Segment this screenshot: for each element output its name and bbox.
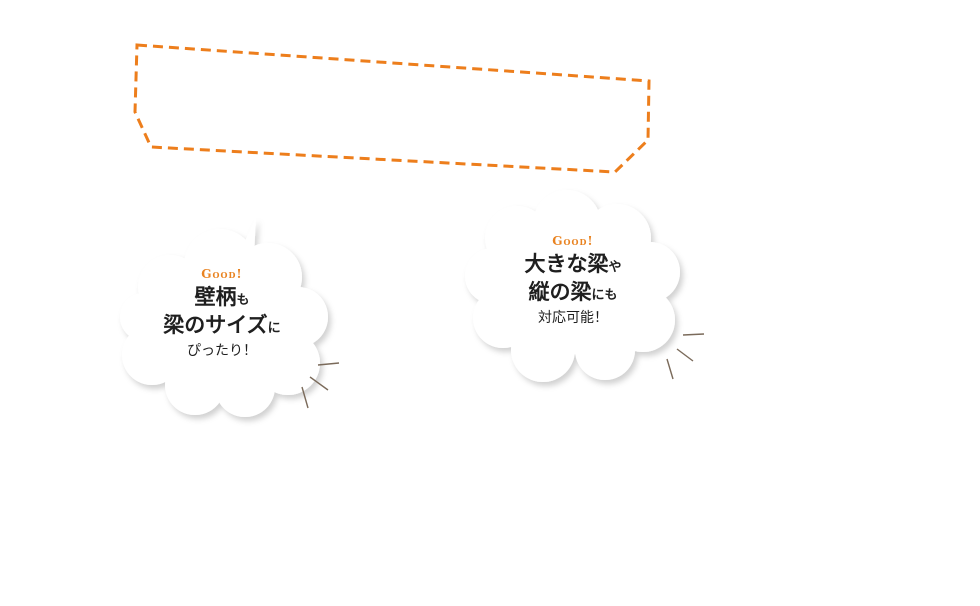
tick-mark: [317, 362, 340, 366]
tick-mark: [301, 386, 309, 409]
tick-mark: [676, 348, 694, 362]
bubble-line-1: 大きな梁や: [524, 251, 622, 276]
bubble-text-left: Good! 壁柄も 梁のサイズに ぴったり！: [140, 267, 304, 361]
good-label: Good!: [201, 267, 243, 281]
tick-mark: [309, 376, 329, 391]
bubble-line-2: 梁のサイズに: [163, 312, 281, 338]
bubble-line-1: 壁柄も: [194, 284, 250, 309]
cloud-shape-left: [120, 217, 328, 417]
cloud-shape-right: [465, 190, 680, 382]
speech-bubble-right: Good! 大きな梁や 縦の梁にも 対応可能！: [455, 180, 715, 395]
dashed-frame-outline: [133, 43, 651, 174]
emphasis-ticks-left: [301, 362, 340, 409]
bubble-text-right: Good! 大きな梁や 縦の梁にも 対応可能！: [491, 234, 655, 328]
bubble-line-3: 対応可能！: [538, 309, 608, 326]
speech-bubble-left: Good! 壁柄も 梁のサイズに ぴったり！: [110, 205, 350, 425]
bubble-line-2: 縦の梁にも: [528, 279, 618, 305]
tick-mark: [666, 358, 674, 380]
tick-mark: [682, 333, 705, 336]
good-label: Good!: [552, 234, 594, 248]
bubble-line-3: ぴったり！: [187, 342, 257, 359]
emphasis-ticks-right: [666, 333, 705, 380]
